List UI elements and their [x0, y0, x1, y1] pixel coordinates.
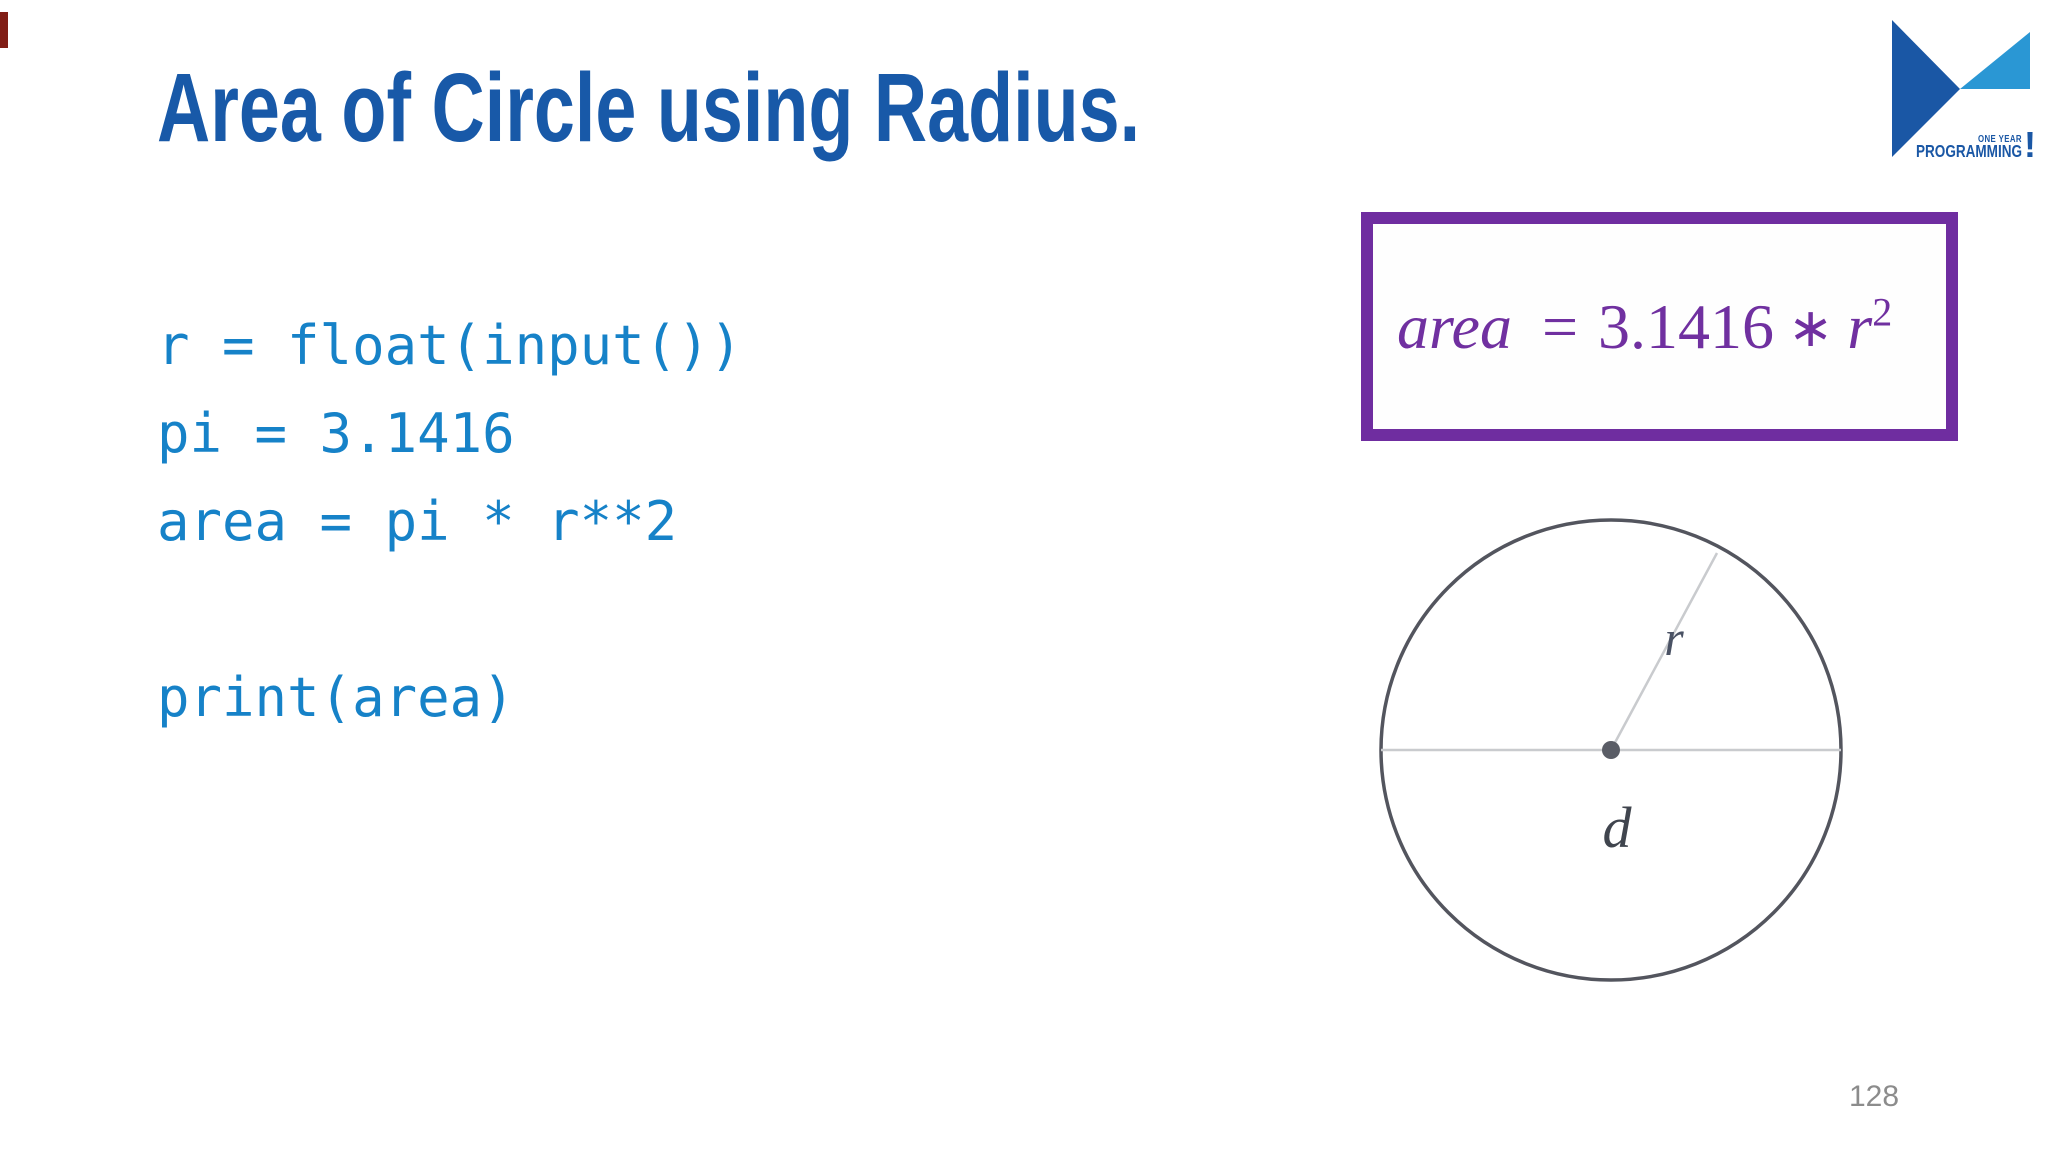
slide-title: Area of Circle using Radius. — [157, 53, 1141, 162]
formula-coefficient: 3.1416 — [1598, 290, 1775, 362]
code-line: r = float(input()) — [157, 314, 743, 377]
center-dot — [1602, 741, 1620, 759]
formula-exponent: 2 — [1872, 289, 1893, 335]
area-formula: area = 3.1416∗r2 — [1397, 290, 1892, 364]
radius-line — [1609, 552, 1719, 751]
diameter-label: d — [1603, 795, 1633, 860]
code-block: r = float(input()) pi = 3.1416 area = pi… — [157, 302, 742, 742]
page-number: 128 — [1849, 1080, 1900, 1113]
formula-lhs: area — [1397, 290, 1512, 362]
code-line: pi = 3.1416 — [157, 402, 515, 465]
code-line — [157, 566, 742, 654]
logo-light-triangle-icon — [1960, 32, 2030, 89]
one-year-programming-logo: ONE YEAR PROGRAMMING ! — [1892, 20, 2036, 164]
formula-variable: r — [1847, 290, 1873, 362]
logo-bottom-line: PROGRAMMING — [1916, 141, 2022, 161]
logo-exclamation: ! — [2024, 124, 2036, 164]
circle-diagram: r d — [1379, 518, 1843, 982]
logo-top-line: ONE YEAR — [1978, 134, 2022, 145]
logo-dark-triangle-icon — [1892, 20, 1960, 157]
code-line: area = pi * r**2 — [157, 490, 678, 553]
edge-artifact — [0, 12, 8, 48]
formula-equals: = — [1541, 290, 1579, 362]
formula-multiply-operator: ∗ — [1788, 297, 1834, 358]
radius-label: r — [1664, 610, 1684, 666]
code-line: print(area) — [157, 666, 515, 729]
formula-box: area = 3.1416∗r2 — [1361, 212, 1958, 441]
